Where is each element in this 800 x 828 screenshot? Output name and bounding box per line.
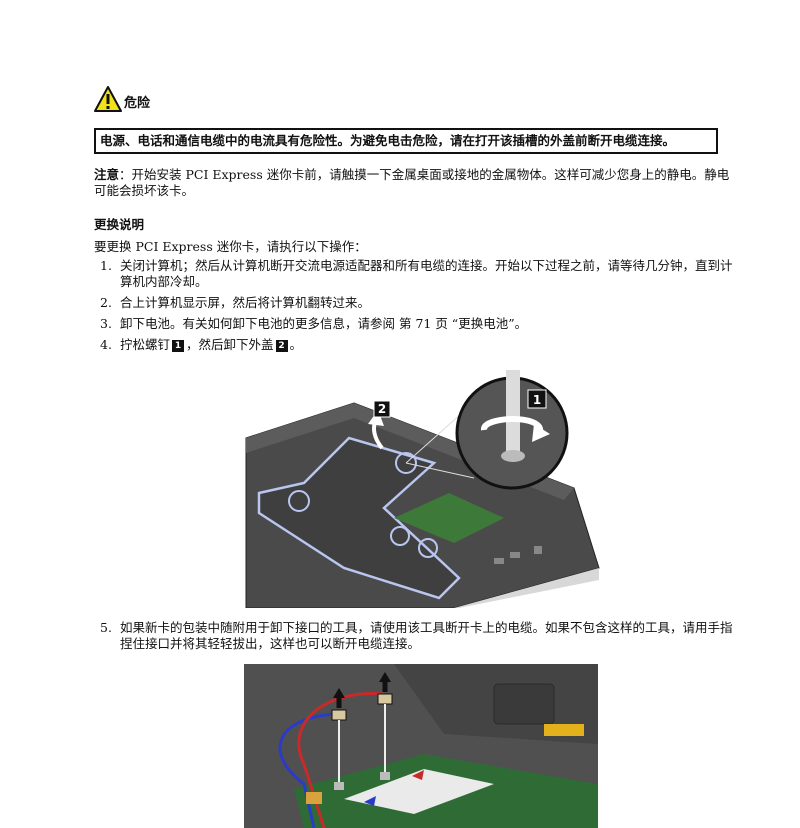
step-text-part: 拧松螺钉 [120, 337, 171, 352]
screw-mark [395, 452, 417, 474]
step-text: 合上计算机显示屏，然后将计算机翻转过来。 [120, 295, 371, 310]
step-item: 3. 卸下电池。有关如何卸下电池的更多信息，请参阅 第 71 页 “更换电池”。 [100, 316, 740, 332]
figure-disconnect-cables [244, 664, 598, 828]
screw-mark [418, 538, 438, 558]
figure-remove-cover: 2 1 [245, 370, 600, 608]
step-text: 关闭计算机；然后从计算机断开交流电源适配器和所有电缆的连接。开始以下过程之前，请… [120, 258, 733, 289]
note-paragraph: 注意：开始安装 PCI Express 迷你卡前，请触摸一下金属桌面或接地的金属… [94, 167, 734, 199]
danger-heading: 危险 [94, 86, 150, 112]
note-label: 注意 [94, 167, 120, 182]
step-number: 3. [100, 316, 112, 331]
rotate-arrow-icon [481, 416, 543, 433]
callout-badge: 1 [172, 339, 185, 352]
callout-screw-label: 1 [533, 393, 541, 407]
step-number: 4. [100, 337, 112, 352]
danger-statement: 电源、电话和通信电缆中的电流具有危险性。为避免电击危险，请在打开该插槽的外盖前断… [94, 128, 718, 154]
step-item: 2. 合上计算机显示屏，然后将计算机翻转过来。 [100, 295, 740, 311]
step-number: 5. [100, 620, 112, 635]
step-text-part: 。 [289, 337, 303, 352]
callout-cover-label: 2 [378, 402, 386, 416]
screw-mark [288, 490, 310, 512]
section-title: 更换说明 [94, 217, 145, 232]
screw-mark [390, 526, 410, 546]
step-item: 5. 如果新卡的包装中随附用于卸下接口的工具，请使用该工具断开卡上的电缆。如果不… [100, 620, 740, 652]
note-text: ：开始安装 PCI Express 迷你卡前，请触摸一下金属桌面或接地的金属物体… [94, 167, 730, 198]
step-list: 1. 关闭计算机；然后从计算机断开交流电源适配器和所有电缆的连接。开始以下过程之… [100, 258, 740, 358]
danger-label: 危险 [124, 96, 151, 111]
step-number: 1. [100, 258, 112, 273]
step-text: 卸下电池。有关如何卸下电池的更多信息，请参阅 第 71 页 “更换电池”。 [120, 316, 528, 331]
step-item: 1. 关闭计算机；然后从计算机断开交流电源适配器和所有电缆的连接。开始以下过程之… [100, 258, 740, 290]
step-text-part: ，然后卸下外盖 [186, 337, 274, 352]
step-text: 如果新卡的包装中随附用于卸下接口的工具，请使用该工具断开卡上的电缆。如果不包含这… [120, 620, 733, 651]
section-intro: 要更换 PCI Express 迷你卡，请执行以下操作： [94, 239, 367, 254]
callout-badge: 2 [275, 339, 288, 352]
warning-icon [94, 86, 122, 112]
step-number: 2. [100, 295, 112, 310]
